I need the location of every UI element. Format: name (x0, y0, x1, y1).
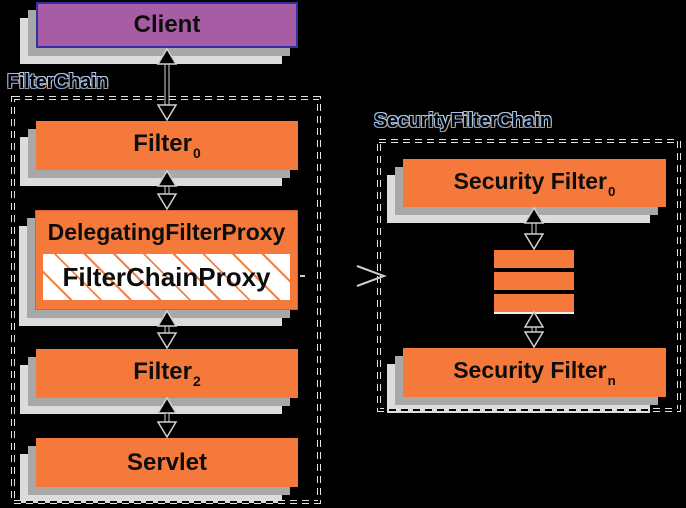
servlet-box: Servlet (36, 438, 298, 487)
security-filtern-label: Security Filtern (453, 357, 616, 388)
security-filtern-box: Security Filtern (403, 348, 666, 397)
arrow-secfilter0-bars (523, 206, 545, 251)
delegating-filter-proxy-box: DelegatingFilterProxy FilterChainProxy (35, 210, 298, 310)
filter2-label: Filter2 (133, 358, 201, 389)
security-filter0-subscript: 0 (607, 183, 616, 199)
filter-chain-proxy-box: FilterChainProxy (41, 252, 292, 302)
arrow-client-filter0 (156, 47, 178, 122)
arrow-bars-secfiltern (523, 310, 545, 349)
security-filter0-box: Security Filter0 (403, 159, 666, 207)
arrow-filter2-servlet (156, 396, 178, 439)
security-filter0-label: Security Filter0 (453, 167, 616, 199)
security-filtern-subscript: n (607, 373, 616, 388)
filter2-box: Filter2 (36, 349, 298, 398)
client-label: Client (133, 11, 201, 38)
ellipsis-bar (494, 272, 574, 290)
filter-chain-proxy-label: FilterChainProxy (62, 261, 271, 292)
servlet-label: Servlet (126, 448, 208, 476)
ellipsis-bar (494, 294, 574, 314)
arrow-dfp-filter2 (156, 309, 178, 350)
client-box: Client (36, 2, 298, 48)
arrow-filter0-dfp (156, 169, 178, 211)
filter2-subscript: 2 (192, 373, 201, 389)
filter0-box: Filter0 (36, 121, 298, 170)
connector-fcp-securityfilterchain (300, 265, 387, 287)
filter0-subscript: 0 (192, 145, 201, 161)
delegating-filter-proxy-label: DelegatingFilterProxy (47, 218, 286, 245)
securityfilterchain-label: SecurityFilterChain (374, 110, 552, 132)
ellipsis-bar (494, 250, 574, 268)
filterchain-label: FilterChain (7, 71, 109, 93)
filter0-label: Filter0 (133, 130, 201, 161)
